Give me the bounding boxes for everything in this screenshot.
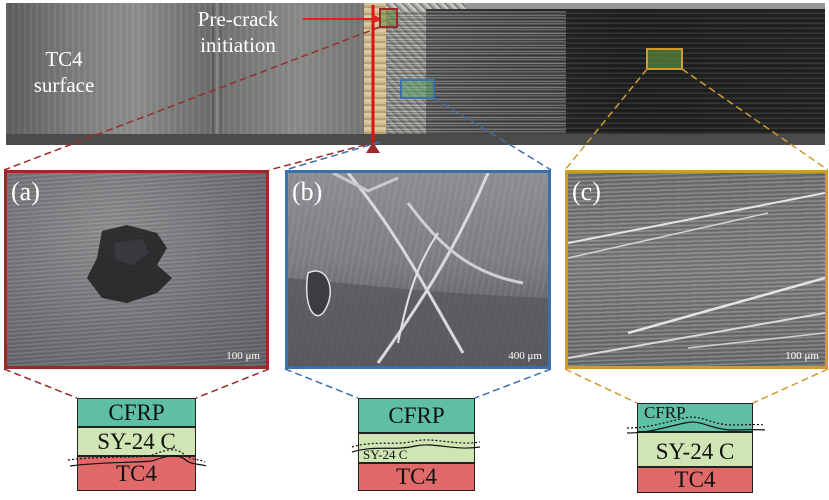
- connector-a-schem-right: [195, 368, 270, 399]
- sem-a-features: [87, 225, 172, 303]
- sem-b-features: [288, 173, 548, 366]
- connector-c-schem-right: [752, 368, 829, 404]
- fiber-strand: [346, 173, 465, 354]
- cfrp-layer-b: CFRP: [358, 398, 475, 433]
- roi-b: [400, 79, 435, 99]
- fiber: [568, 212, 769, 259]
- connector-c-schem-left: [564, 368, 638, 404]
- sem-panel-c: (c) 100 μm: [565, 170, 828, 369]
- precrack-label: Pre-crack initiation: [176, 6, 300, 58]
- tc4-surface-label: TC4 surface: [22, 46, 106, 98]
- adhesive-layer-a: SY-24 C: [77, 427, 196, 456]
- sem-panel-b: (b) 400 μm: [285, 170, 551, 369]
- tc4-plate-edge: [212, 3, 222, 145]
- roi-a: [379, 8, 398, 28]
- connector-a-right: [268, 141, 377, 171]
- panel-label-a: (a): [11, 177, 40, 206]
- connector-c-left: [564, 68, 648, 171]
- lower-fracture-layer: [288, 278, 548, 366]
- tc4-plate: [6, 3, 371, 145]
- fiber: [568, 192, 825, 244]
- connector-b-schem-left: [284, 368, 359, 399]
- connector-a-schem-left: [3, 368, 78, 399]
- fiber: [687, 332, 825, 349]
- fiber-fringe: [386, 11, 566, 136]
- fiber-strand: [332, 173, 399, 193]
- tc4-layer-c: TC4: [637, 467, 753, 493]
- specimen-photo: [6, 3, 825, 145]
- connector-b-right: [433, 97, 552, 171]
- scale-bar-c: 100 μm: [785, 350, 819, 362]
- fiber-strand: [376, 173, 490, 364]
- roi-c: [646, 48, 683, 70]
- precrack-marker-icon: [366, 142, 380, 153]
- sem-panel-a: (a) 100 μm: [4, 170, 269, 369]
- connector-b-left: [284, 141, 381, 171]
- cfrp-layer-a: CFRP: [77, 398, 196, 427]
- specimen-bottom-edge: [6, 134, 825, 145]
- connector-a-left: [3, 26, 381, 171]
- scale-bar-b: 400 μm: [508, 350, 542, 362]
- adhesive-layer-b: SY-24 C: [358, 433, 475, 463]
- precrack-label-line1: Pre-crack: [197, 7, 279, 31]
- tc4-label-line2: surface: [33, 73, 95, 97]
- connector-c-right: [681, 68, 829, 171]
- connector-b-schem-right: [474, 368, 552, 399]
- defect-core: [115, 239, 149, 265]
- panel-label-c: (c): [572, 177, 601, 206]
- fiber-strand: [397, 232, 439, 344]
- cfrp-layer-c: CFRP: [637, 403, 753, 432]
- fiber-strand: [406, 202, 524, 285]
- panel-label-b: (b): [292, 177, 323, 206]
- adhesive-strip: [364, 3, 386, 145]
- precrack-label-line2: initiation: [200, 33, 276, 57]
- adhesive-layer-c: SY-24 C: [637, 432, 753, 467]
- tc4-layer-a: TC4: [77, 456, 196, 491]
- tc4-label-line1: TC4: [45, 47, 83, 71]
- sem-c-features: [568, 192, 825, 359]
- scale-bar-a: 100 μm: [226, 350, 260, 362]
- fiber: [568, 312, 825, 359]
- tc4-layer-b: TC4: [358, 463, 475, 491]
- precrack-arrow-head-icon: [372, 14, 382, 24]
- fiber-loop: [305, 270, 331, 317]
- fiber: [627, 276, 825, 335]
